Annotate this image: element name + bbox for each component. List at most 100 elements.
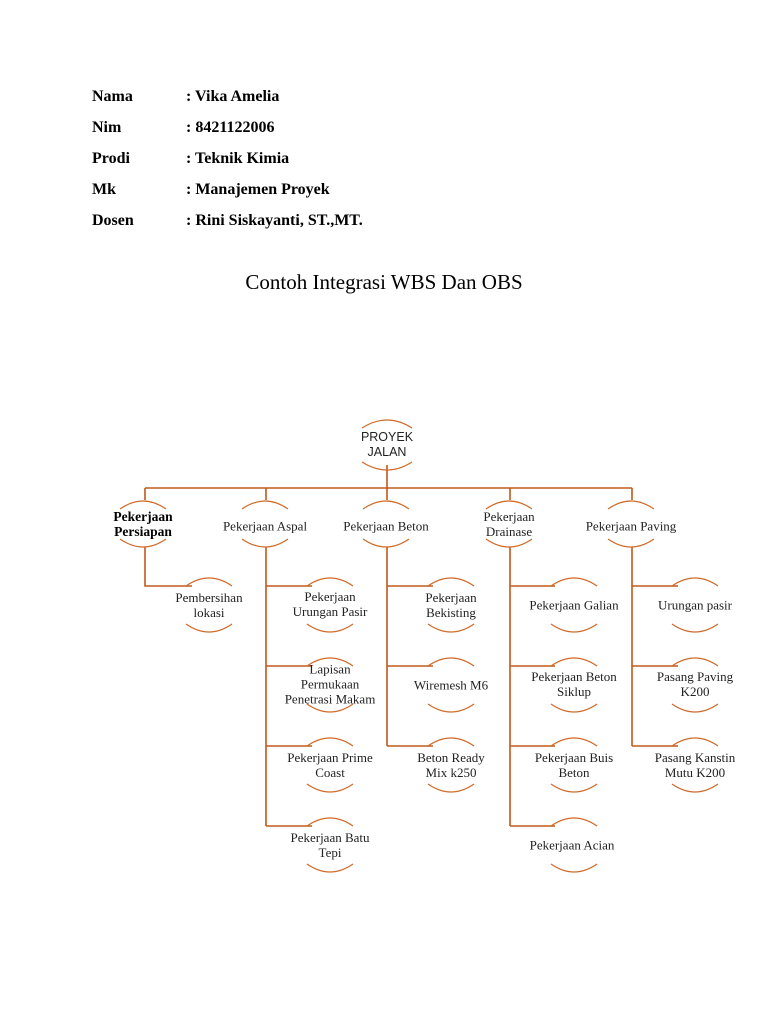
- node-arc-top-root: [361, 419, 413, 429]
- wbs-root-line2: JALAN: [367, 445, 407, 459]
- task-line1: Urungan pasir: [657, 597, 733, 613]
- task-urungan-pasir-paving: Urungan pasir: [658, 598, 732, 613]
- node-arc-top-paving-3: [671, 737, 719, 747]
- info-row-nim: Nim : 8421122006: [92, 117, 512, 148]
- level1-line2: Drainase: [485, 524, 533, 539]
- task-lapisan-permukaan: Lapisan Permukaan Penetrasi Makam: [285, 662, 376, 707]
- node-arc-top-paving-1: [671, 577, 719, 587]
- task-line1: Lapisan: [309, 661, 351, 677]
- task-line2: Coast: [315, 765, 345, 780]
- task-line2: Mix k250: [425, 765, 477, 780]
- node-arc-top-persiapan-1: [185, 577, 233, 587]
- node-arc-top-drainase-3: [550, 737, 598, 747]
- info-label: Nim: [92, 119, 122, 136]
- level1-beton: Pekerjaan Beton: [343, 519, 429, 534]
- node-arc-bottom-aspal-4: [306, 863, 354, 873]
- info-label: Prodi: [92, 150, 130, 167]
- connector-lines: [144, 465, 678, 827]
- task-line1: Pekerjaan Beton: [531, 669, 617, 684]
- node-arc-bottom-level1-drainase: [485, 538, 533, 548]
- document-title: Contoh Integrasi WBS Dan OBS: [245, 270, 523, 294]
- level1-drainase: Pekerjaan Drainase: [483, 509, 534, 539]
- info-row-dosen: Dosen : Rini Siskayanti, ST.,MT.: [92, 210, 512, 241]
- task-line3: Penetrasi Makam: [284, 691, 376, 707]
- node-arc-bottom-paving-2: [671, 703, 719, 713]
- info-value: : 8421122006: [186, 119, 275, 136]
- task-line1: Pasang Paving: [656, 669, 734, 684]
- node-arc-bottom-root: [361, 461, 413, 471]
- level1-line2: Persiapan: [114, 524, 172, 539]
- task-line1: Pekerjaan Batu: [290, 830, 370, 845]
- node-arc-bottom-beton-2: [427, 703, 475, 713]
- task-buis-beton: Pekerjaan Buis Beton: [535, 750, 613, 780]
- task-line1: Pembersihan: [175, 590, 243, 605]
- task-line2: lokasi: [193, 605, 225, 620]
- task-line1: Pekerjaan: [425, 590, 477, 605]
- node-arc-top-aspal-3: [306, 737, 354, 747]
- wbs-diagram: PROYEK JALAN Pekerjaan Persiapan Pekerja…: [0, 400, 768, 900]
- wbs-root: PROYEK JALAN: [361, 430, 413, 460]
- node-arc-bottom-beton-1: [427, 623, 475, 633]
- node-arc-bottom-beton-3: [427, 783, 475, 793]
- task-line1: Pekerjaan Galian: [529, 597, 619, 613]
- task-beton-ready-mix: Beton Ready Mix k250: [417, 750, 485, 780]
- task-batu-tepi: Pekerjaan Batu Tepi: [290, 830, 369, 860]
- task-urungan-pasir: Pekerjaan Urungan Pasir: [293, 589, 368, 619]
- task-line1: Wiremesh M6: [413, 677, 489, 693]
- node-arc-top-beton-2: [427, 657, 475, 667]
- node-arc-top-level1-paving: [607, 500, 655, 510]
- task-bekisting: Pekerjaan Bekisting: [425, 590, 476, 620]
- wbs-connectors: [119, 419, 719, 873]
- node-arc-top-level1-persiapan: [119, 500, 167, 510]
- node-arcs: [119, 419, 719, 873]
- info-row-nama: Nama : Vika Amelia: [92, 86, 512, 117]
- task-acian: Pekerjaan Acian: [530, 838, 615, 853]
- task-line2: Siklup: [557, 684, 591, 699]
- task-line1: Pekerjaan: [304, 589, 356, 604]
- level1-line1: Pekerjaan Paving: [585, 518, 677, 534]
- task-galian: Pekerjaan Galian: [529, 598, 618, 613]
- task-pasang-kanstin: Pasang Kanstin Mutu K200: [655, 750, 736, 780]
- node-arc-top-drainase-4: [550, 817, 598, 827]
- level1-line1: Pekerjaan Beton: [343, 518, 429, 534]
- task-line2: Beton: [558, 765, 590, 780]
- level1-line1: Pekerjaan: [113, 509, 173, 524]
- node-arc-bottom-paving-3: [671, 783, 719, 793]
- info-label: Nama: [92, 88, 133, 105]
- persiapan-branch: [144, 547, 192, 587]
- node-arc-bottom-drainase-3: [550, 783, 598, 793]
- task-line1: Pasang Kanstin: [654, 750, 736, 765]
- node-arc-bottom-level1-paving: [607, 538, 655, 548]
- node-arc-bottom-level1-beton: [362, 538, 410, 548]
- node-arc-top-aspal-2: [306, 657, 354, 667]
- node-arc-bottom-drainase-2: [550, 703, 598, 713]
- node-arc-bottom-drainase-4: [550, 863, 598, 873]
- node-arc-top-drainase-1: [550, 577, 598, 587]
- task-line1: Beton Ready: [417, 750, 485, 765]
- node-arc-top-beton-3: [427, 737, 475, 747]
- level1-paving: Pekerjaan Paving: [586, 519, 677, 534]
- task-wiremesh: Wiremesh M6: [414, 678, 488, 693]
- level1-line1: Pekerjaan Aspal: [222, 518, 308, 534]
- node-arc-top-level1-beton: [362, 500, 410, 510]
- node-arc-bottom-paving-1: [671, 623, 719, 633]
- task-line2: Bekisting: [426, 605, 476, 620]
- info-value: : Vika Amelia: [186, 88, 280, 105]
- info-row-prodi: Prodi : Teknik Kimia: [92, 148, 512, 179]
- node-arc-top-level1-aspal: [241, 500, 289, 510]
- task-line2: Urungan Pasir: [292, 604, 368, 619]
- node-arc-bottom-persiapan-1: [185, 623, 233, 633]
- task-pasang-paving: Pasang Paving K200: [657, 669, 733, 699]
- info-row-mk: Mk : Manajemen Proyek: [92, 179, 512, 210]
- info-value: : Teknik Kimia: [186, 150, 290, 167]
- node-arc-top-level1-drainase: [485, 500, 533, 510]
- node-arc-top-paving-2: [671, 657, 719, 667]
- node-arc-bottom-level1-aspal: [241, 538, 289, 548]
- wbs-root-line1: PROYEK: [360, 430, 414, 444]
- task-line2: Tepi: [318, 845, 342, 860]
- task-line1: Pekerjaan Buis: [534, 750, 614, 765]
- task-beton-siklup: Pekerjaan Beton Siklup: [531, 669, 617, 699]
- info-label: Dosen: [92, 212, 134, 229]
- task-line1: Pekerjaan Acian: [529, 837, 615, 853]
- node-arc-top-aspal-1: [306, 577, 354, 587]
